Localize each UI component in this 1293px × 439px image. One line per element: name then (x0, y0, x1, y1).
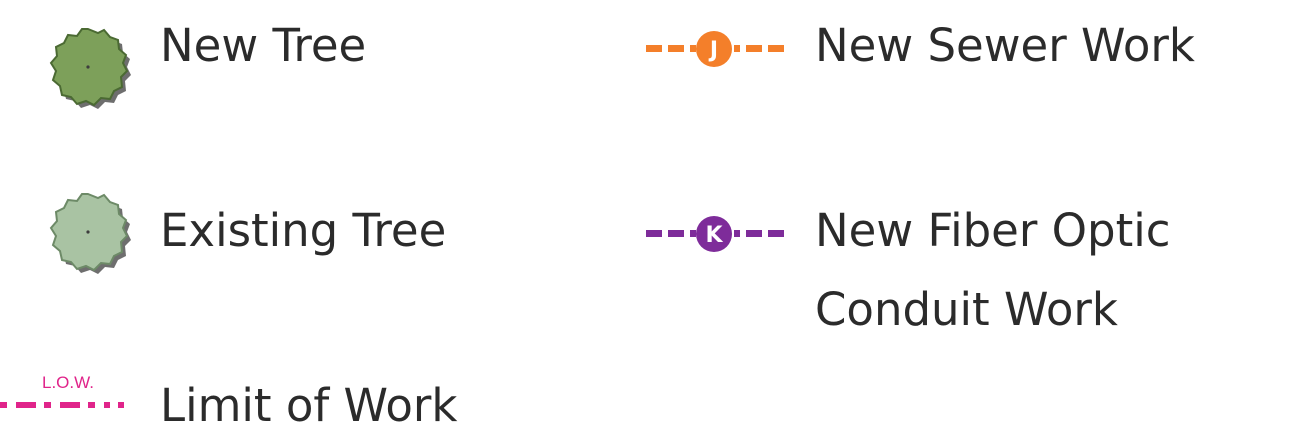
fiber-optic-line-icon: K (646, 216, 784, 252)
new-tree-icon (49, 28, 131, 109)
new-sewer-work-label: New Sewer Work (815, 19, 1195, 72)
fiber-optic-badge-letter: K (705, 223, 723, 248)
existing-tree-label: Existing Tree (160, 204, 447, 257)
existing-tree-icon (49, 193, 131, 274)
new-fiber-optic-label-line2: Conduit Work (815, 283, 1118, 336)
new-tree-label: New Tree (160, 19, 367, 72)
limit-of-work-badge: L.O.W. (42, 373, 94, 392)
limit-of-work-label: Limit of Work (160, 379, 458, 432)
limit-of-work-line-icon: L.O.W. (0, 373, 124, 408)
sewer-line-icon: J (646, 31, 784, 67)
new-fiber-optic-label-line1: New Fiber Optic (815, 204, 1171, 257)
sewer-badge-letter: J (708, 38, 718, 63)
